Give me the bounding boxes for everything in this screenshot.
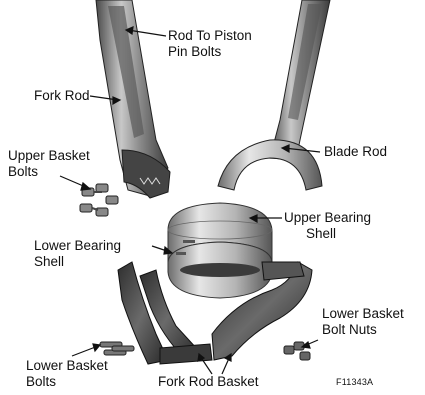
label-upper-bearing-shell-line1: Upper Bearing xyxy=(284,210,371,226)
label-lower-bearing-shell: Lower Bearing Shell xyxy=(34,238,121,270)
label-rod-to-piston-line1: Rod To Piston xyxy=(168,28,252,44)
label-lower-bearing-shell-line2: Shell xyxy=(34,254,121,270)
label-lower-basket-bolts: Lower Basket Bolts xyxy=(26,358,108,390)
label-fork-rod: Fork Rod xyxy=(34,88,90,104)
arrowhead-lower-basket-bolts xyxy=(93,344,100,351)
label-upper-basket-bolts-line1: Upper Basket xyxy=(8,148,90,164)
label-lower-bearing-shell-line1: Lower Bearing xyxy=(34,238,121,254)
label-fork-rod-basket: Fork Rod Basket xyxy=(158,374,259,390)
label-lower-basket-bolt-nuts-line2: Bolt Nuts xyxy=(322,322,404,338)
figure-id: F11343A xyxy=(336,377,373,388)
label-lower-basket-bolt-nuts-line1: Lower Basket xyxy=(322,306,404,322)
label-upper-bearing-shell-line2: Shell xyxy=(284,226,371,242)
label-upper-basket-bolts-line2: Bolts xyxy=(8,164,90,180)
leader-lines xyxy=(60,27,320,374)
label-lower-basket-bolt-nuts: Lower Basket Bolt Nuts xyxy=(322,306,404,338)
label-upper-bearing-shell: Upper Bearing Shell xyxy=(284,210,371,242)
label-blade-rod: Blade Rod xyxy=(324,144,387,160)
lower-bearing-shell-part xyxy=(168,242,272,298)
label-lower-basket-bolts-line1: Lower Basket xyxy=(26,358,108,374)
arrowhead-upper-basket-bolts xyxy=(81,183,90,190)
label-rod-to-piston-line2: Pin Bolts xyxy=(168,44,252,60)
label-rod-to-piston-pin-bolts: Rod To Piston Pin Bolts xyxy=(168,28,252,60)
label-upper-basket-bolts: Upper Basket Bolts xyxy=(8,148,90,180)
label-lower-basket-bolts-line2: Bolts xyxy=(26,374,108,390)
lower-basket-bolts-part xyxy=(100,342,134,355)
